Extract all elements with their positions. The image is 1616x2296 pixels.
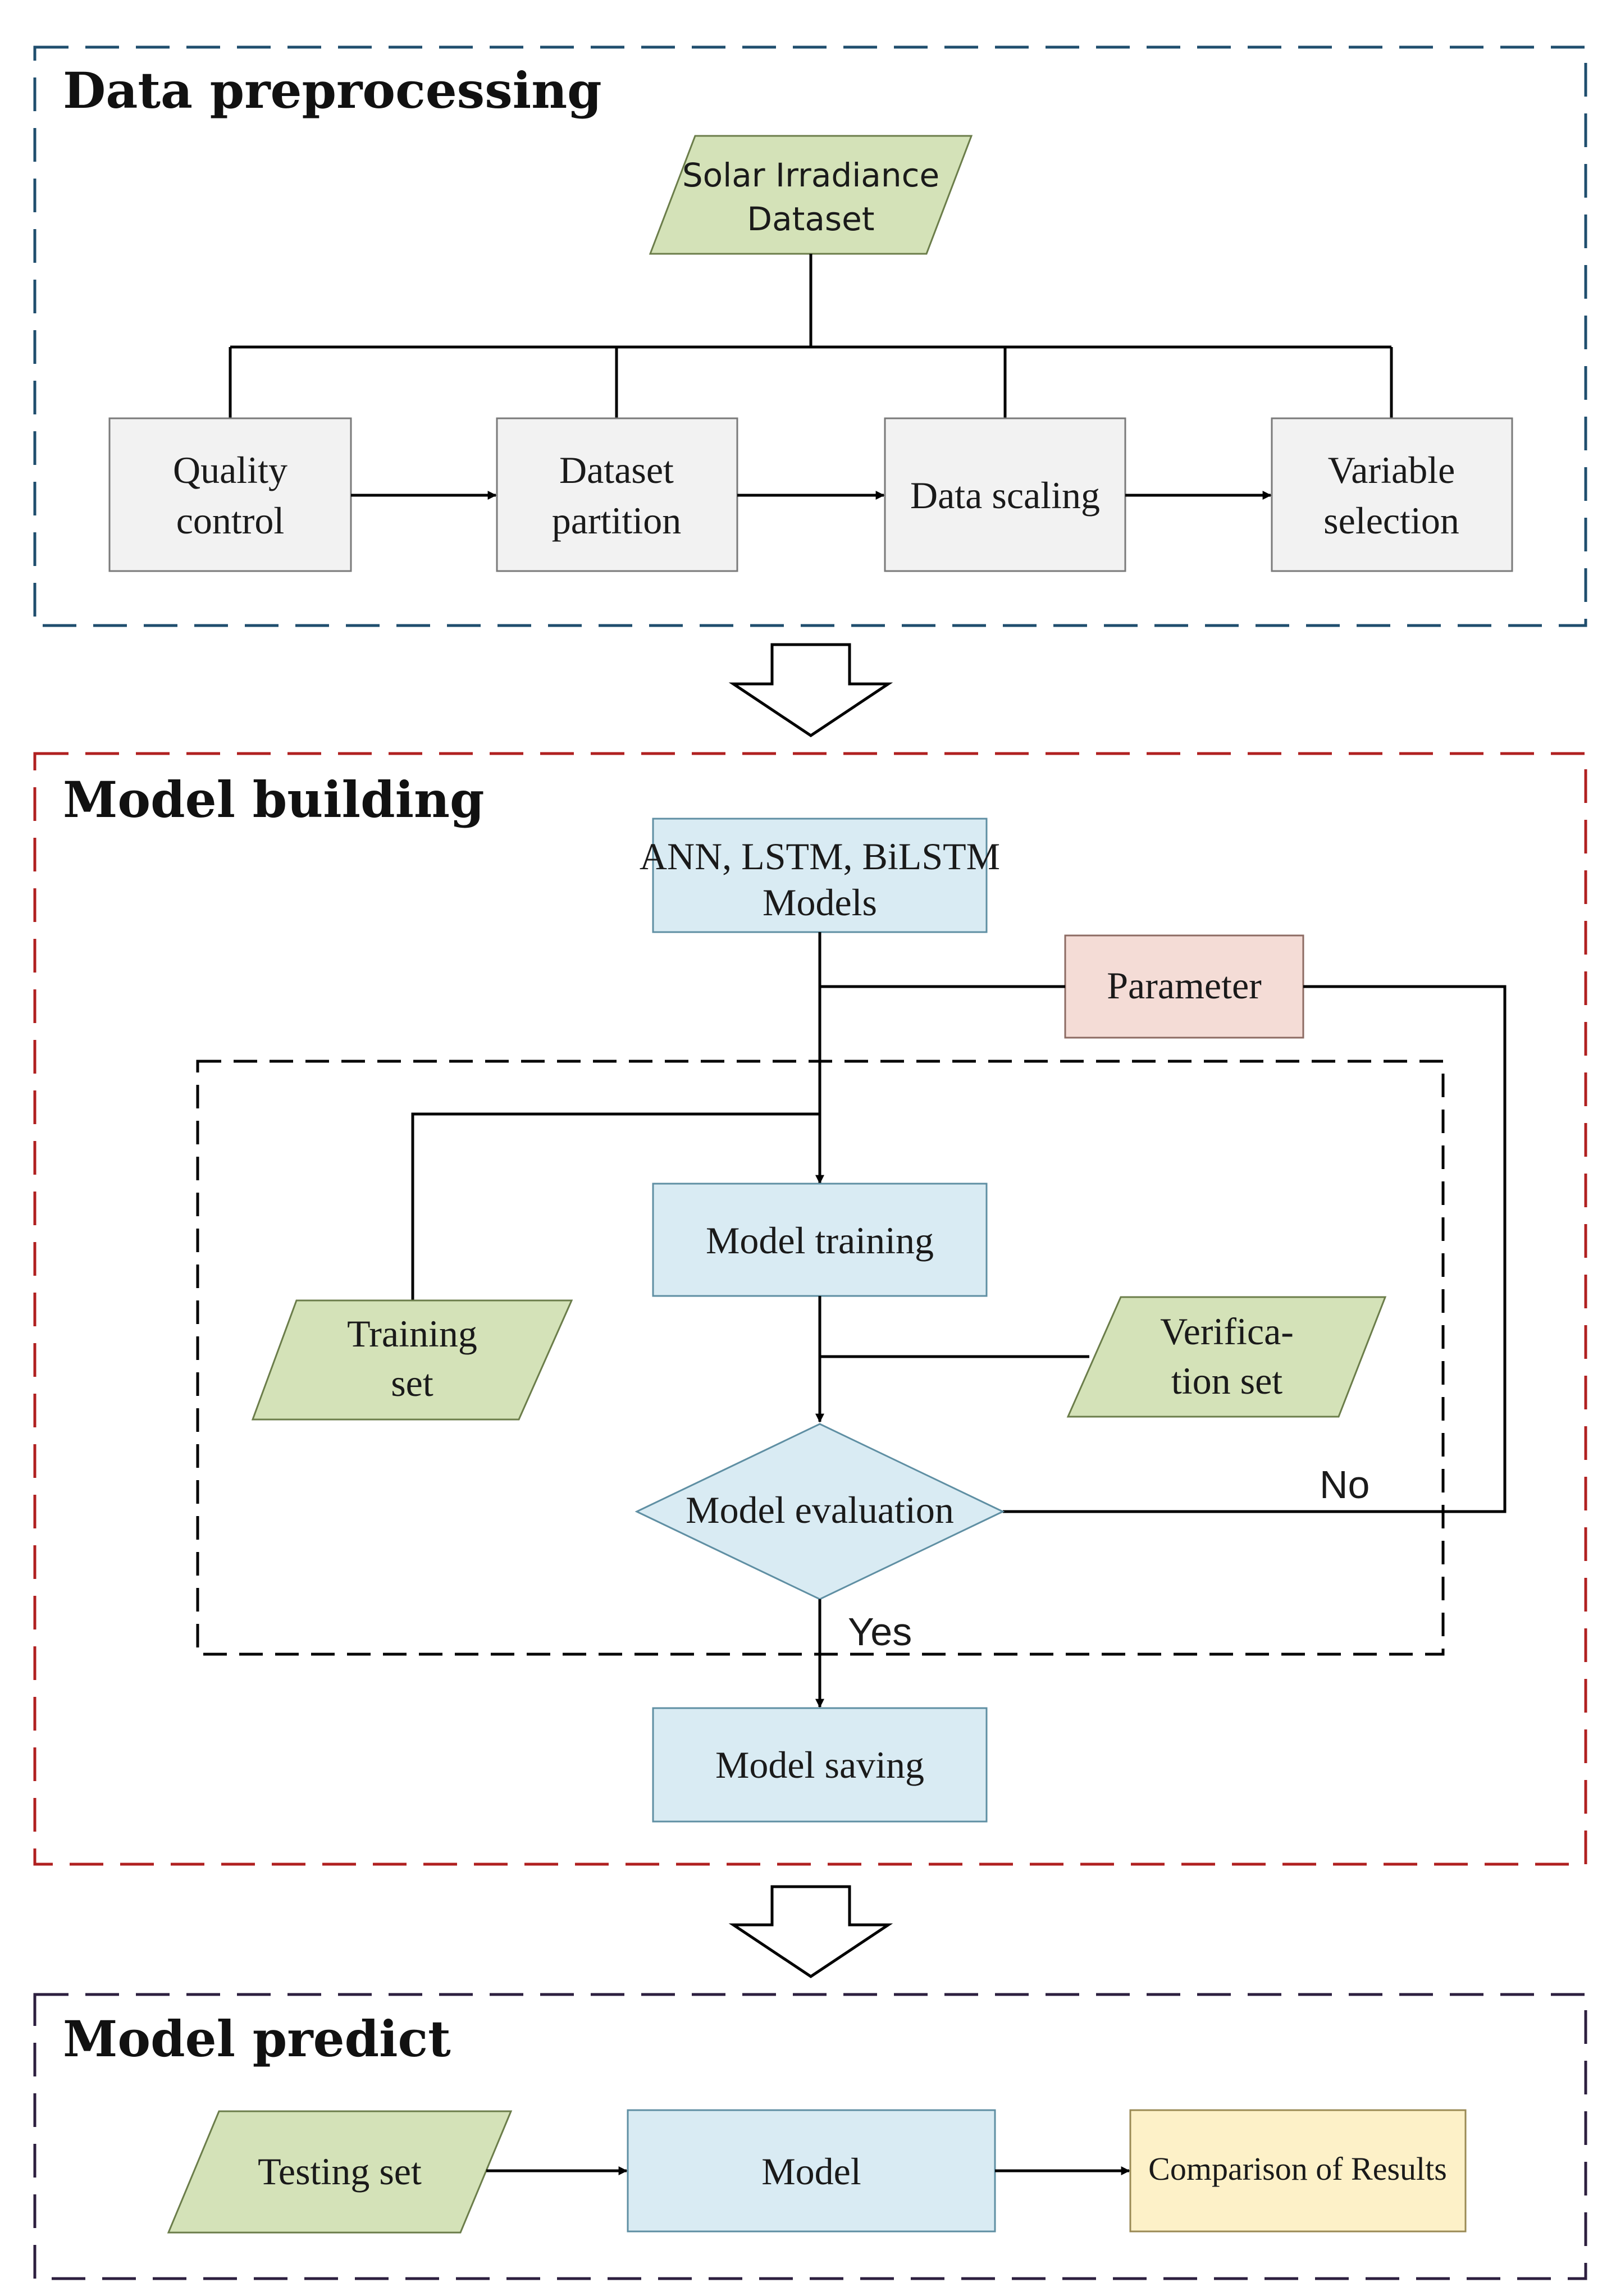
variable-selection-label-2: selection — [1323, 499, 1459, 542]
verification-set-label-2: tion set — [1171, 1359, 1282, 1402]
solar-dataset-label-2: Dataset — [747, 200, 874, 238]
trainset-to-training-connector — [411, 1112, 820, 1300]
models-label-2: Models — [763, 881, 877, 924]
preprocessing-section-border — [33, 45, 1587, 627]
variable-selection-label-1: Variable — [1328, 449, 1455, 491]
model-box — [627, 2109, 996, 2233]
testing-set-node — [167, 2110, 513, 2234]
parameter-box — [1064, 934, 1304, 1039]
training-set-label-2: set — [391, 1362, 433, 1404]
section-transition-arrow-1 — [728, 643, 893, 738]
parameter-label: Parameter — [1107, 964, 1262, 1007]
training-set-label-1: Training — [347, 1312, 477, 1355]
variable-selection-box — [1271, 417, 1513, 572]
models-box — [652, 818, 988, 933]
model-training-label: Model training — [706, 1219, 934, 1262]
verification-set-node — [1066, 1296, 1387, 1418]
model-training-box — [652, 1183, 988, 1297]
dataset-partition-label-2: partition — [552, 499, 681, 542]
model-evaluation-label: Model evaluation — [686, 1489, 954, 1531]
verification-set-label-1: Verifica- — [1160, 1310, 1294, 1353]
building-section-title: Model building — [63, 770, 485, 829]
predict-section-title: Model predict — [63, 2010, 451, 2068]
quality-control-box — [108, 417, 352, 572]
dataset-partition-label-1: Dataset — [559, 449, 674, 491]
building-section-border — [33, 752, 1587, 1866]
model-label: Model — [761, 2150, 861, 2193]
section-transition-arrow-2 — [728, 1885, 893, 1979]
data-scaling-label: Data scaling — [910, 474, 1100, 517]
quality-control-label-2: control — [176, 499, 285, 542]
model-saving-label: Model saving — [715, 1743, 924, 1786]
training-set-node — [251, 1299, 573, 1421]
dataset-partition-box — [496, 417, 738, 572]
models-label-1: ANN, LSTM, BiLSTM — [640, 835, 1000, 878]
preprocessing-section-title: Data preprocessing — [63, 61, 602, 120]
yes-branch-label: Yes — [848, 1610, 912, 1654]
comparison-results-label: Comparison of Results — [1148, 2151, 1447, 2187]
feedback-loop-connector — [1003, 985, 1507, 1513]
predict-section-border — [33, 1993, 1587, 2280]
solar-dataset-node — [649, 135, 973, 255]
solar-dataset-label-1: Solar Irradiance — [682, 156, 939, 194]
comparison-results-box — [1129, 2109, 1467, 2233]
testing-set-label: Testing set — [258, 2150, 422, 2193]
quality-control-label-1: Quality — [173, 449, 287, 491]
no-branch-label: No — [1320, 1463, 1370, 1507]
model-saving-box — [652, 1707, 988, 1823]
